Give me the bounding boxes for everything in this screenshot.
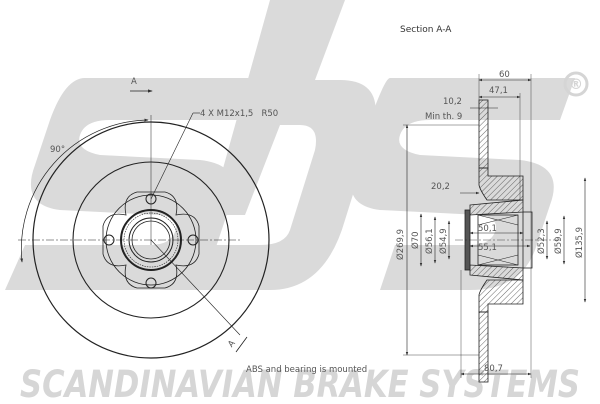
registered-mark-icon: ® [563,71,589,97]
svg-text:®: ® [569,77,583,93]
bolt-callout: 4 X M12x1,5 R50 [200,109,278,119]
dim-hub-offset: 47,1 [489,86,508,96]
dim-overall-height: 80,7 [484,364,503,374]
angle-label: 90° [50,145,65,155]
mounting-note: ABS and bearing is mounted [246,365,367,375]
section-marker-top: A [131,77,137,87]
bolt-hole-bottom [145,277,157,289]
dim-d56-1: Ø56,1 [424,228,435,254]
section-marker-bottom: A [226,338,238,349]
dim-d135-9: Ø135,9 [574,227,585,258]
dim-bearing-inner-a: 50,1 [478,224,497,234]
dim-overall-width: 60 [499,70,510,80]
section-dimensions: 60 47,1 10,2 Min th. 9 20,2 50,1 55,1 80… [395,70,585,374]
dim-d59-9: Ø59,9 [553,228,564,254]
section-view [403,74,587,383]
dim-bearing-offset: 20,2 [431,182,450,192]
dim-d52-3: Ø52,3 [536,228,547,254]
dim-d54-9: Ø54,9 [438,228,449,254]
front-view [18,89,270,359]
dim-min-thickness: Min th. 9 [425,112,462,122]
dim-outer-diameter: Ø269,9 [395,229,406,260]
dim-disc-thickness: 10,2 [443,97,462,107]
section-title: Section A-A [400,25,452,35]
dim-d70: Ø70 [410,231,421,249]
dim-bearing-inner-b: 55,1 [478,243,497,253]
